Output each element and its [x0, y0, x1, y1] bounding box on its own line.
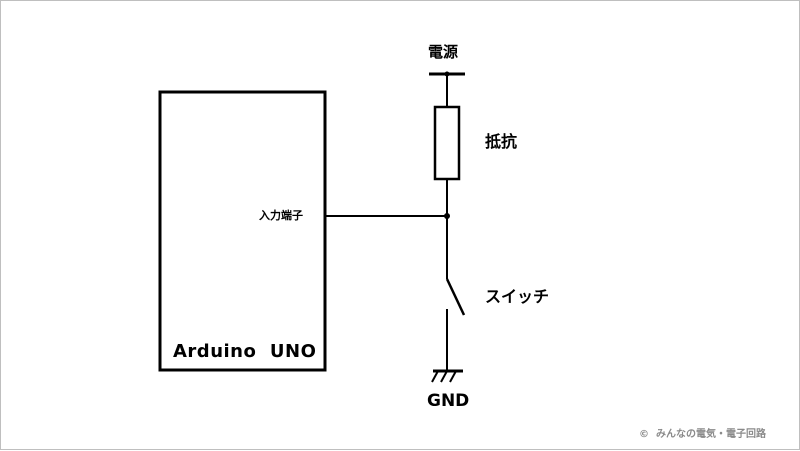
copyright-text: © みんなの電気・電子回路: [639, 429, 766, 440]
switch-label: スイッチ: [485, 287, 550, 306]
resistor-symbol: [433, 105, 461, 181]
power-label: 電源: [428, 43, 459, 61]
arduino-board-label: Arduino UNO: [173, 341, 317, 362]
resistor-label: 抵抗: [485, 132, 518, 151]
ground-label: GND: [427, 391, 470, 411]
ground-symbol: [431, 369, 463, 383]
input-pin-label: 入力端子: [259, 209, 303, 222]
arduino-board-outline: [158, 90, 327, 372]
switch-lever: [445, 278, 466, 316]
